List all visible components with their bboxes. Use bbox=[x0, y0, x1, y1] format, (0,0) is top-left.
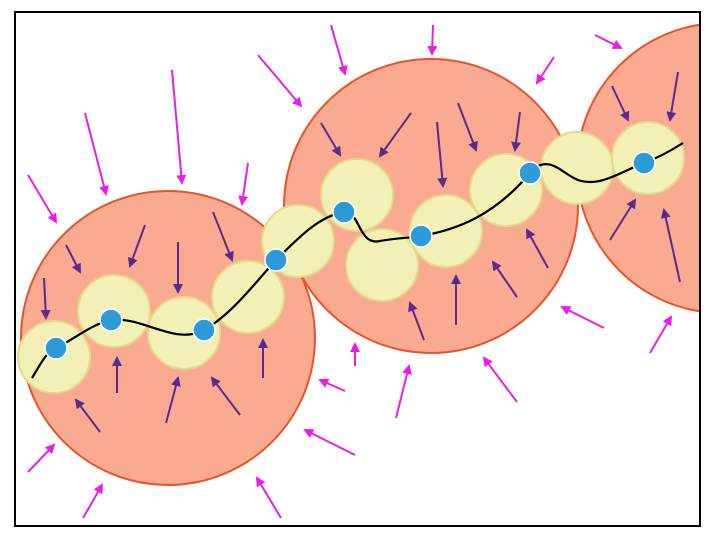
outer-arrow-icon bbox=[84, 112, 109, 196]
outer-arrow-icon bbox=[594, 34, 623, 49]
node-dot bbox=[99, 308, 123, 332]
node-dot bbox=[192, 318, 216, 342]
node-dot bbox=[632, 151, 656, 175]
inner-arrow-icon bbox=[212, 211, 234, 262]
inner-arrow-icon bbox=[165, 376, 181, 424]
inner-arrow-icon bbox=[210, 376, 241, 416]
inner-arrow-icon bbox=[611, 85, 630, 122]
outer-arrow-icon bbox=[560, 306, 605, 329]
small-circle bbox=[540, 131, 614, 205]
outer-arrow-icon bbox=[27, 174, 58, 224]
outer-arrow-icon bbox=[482, 356, 518, 403]
small-circle bbox=[345, 228, 419, 302]
inner-arrows bbox=[40, 71, 681, 433]
outer-arrow-icon bbox=[255, 476, 282, 519]
node-dot bbox=[518, 161, 542, 185]
inner-arrow-icon bbox=[40, 277, 51, 320]
diagram-frame bbox=[14, 11, 701, 527]
outer-arrow-icon bbox=[303, 429, 356, 456]
outer-arrow-icon bbox=[82, 483, 103, 519]
outer-arrow-icon bbox=[318, 378, 346, 392]
node-dot bbox=[44, 336, 68, 360]
inner-arrow-icon bbox=[320, 122, 342, 157]
inner-arrow-icon bbox=[660, 208, 681, 283]
inner-arrow-icon bbox=[436, 121, 448, 188]
diagram-content bbox=[17, 23, 700, 519]
inner-arrow-icon bbox=[128, 224, 146, 268]
inner-arrow-icon bbox=[526, 228, 549, 269]
inner-arrow-icon bbox=[491, 260, 518, 298]
node-dot bbox=[409, 224, 433, 248]
inner-arrow-icon bbox=[408, 301, 425, 341]
outer-arrow-icon bbox=[395, 364, 412, 419]
outer-arrow-icon bbox=[171, 69, 187, 185]
inner-arrow-icon bbox=[74, 398, 101, 433]
inner-arrow-icon bbox=[666, 71, 679, 122]
outer-arrow-icon bbox=[649, 315, 673, 354]
small-circle bbox=[147, 296, 221, 370]
outer-arrows bbox=[27, 24, 673, 519]
inner-arrow-icon bbox=[511, 111, 522, 152]
trajectory-nodes bbox=[44, 151, 656, 360]
inner-arrow-icon bbox=[609, 198, 637, 241]
node-dot bbox=[264, 248, 288, 272]
outer-arrow-icon bbox=[535, 56, 555, 85]
inner-arrow-icon bbox=[457, 102, 478, 152]
inner-arrow-icon bbox=[65, 244, 81, 274]
outer-arrow-icon bbox=[330, 24, 348, 76]
outer-arrow-icon bbox=[238, 162, 249, 206]
outer-arrow-icon bbox=[427, 24, 438, 56]
node-dot bbox=[332, 200, 356, 224]
small-circle bbox=[211, 260, 285, 334]
outer-arrow-icon bbox=[257, 54, 303, 108]
inner-arrow-icon bbox=[378, 112, 412, 158]
outer-arrow-icon bbox=[27, 443, 56, 473]
